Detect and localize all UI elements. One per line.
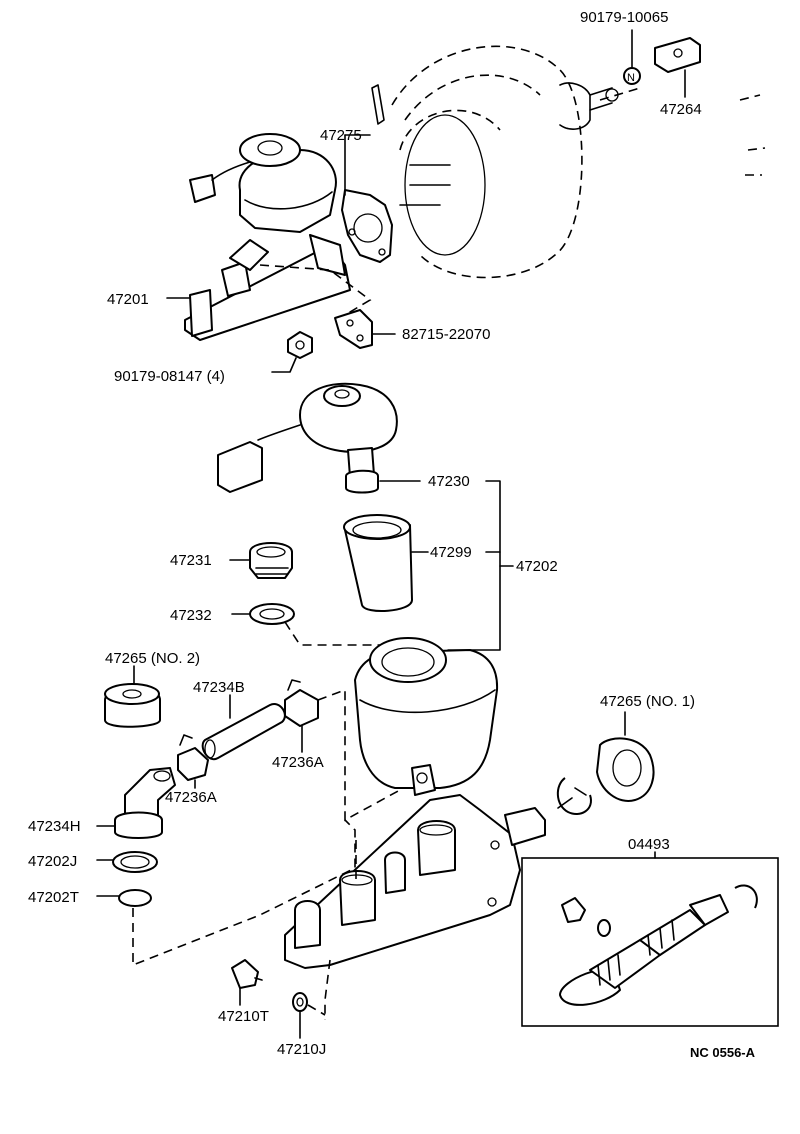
reservoir-cap-no2 bbox=[104, 665, 161, 728]
label-47275: 47275 bbox=[320, 127, 362, 144]
bleeder-plug bbox=[231, 959, 263, 1006]
part-labels: 90179-10065 47264 47275 47201 82715-2207… bbox=[28, 9, 756, 1060]
label-90179-10065: 90179-10065 bbox=[580, 9, 668, 26]
label-47232: 47232 bbox=[170, 607, 212, 624]
harness-clamp-bracket bbox=[334, 309, 396, 349]
drawing-code: NC 0556-A bbox=[690, 1045, 756, 1060]
label-47234B: 47234B bbox=[193, 679, 245, 696]
label-47299: 47299 bbox=[430, 544, 472, 561]
union-oring bbox=[96, 819, 356, 967]
label-47202: 47202 bbox=[516, 558, 558, 575]
brake-fluid-reservoir bbox=[354, 637, 499, 796]
reservoir-cap-with-sensor bbox=[217, 382, 421, 494]
master-cylinder-body bbox=[284, 794, 546, 1020]
label-47264: 47264 bbox=[660, 101, 702, 118]
label-47236A-left: 47236A bbox=[165, 789, 217, 806]
label-47236A-right: 47236A bbox=[272, 754, 324, 771]
reservoir-plug bbox=[229, 542, 293, 579]
mounting-nut bbox=[271, 331, 313, 373]
label-04493: 04493 bbox=[628, 836, 670, 853]
label-47210J: 47210J bbox=[277, 1041, 326, 1058]
union-grommet bbox=[96, 851, 158, 873]
bleeder-gasket bbox=[292, 992, 326, 1039]
push-rod-clevis bbox=[654, 37, 701, 98]
hose-union bbox=[96, 767, 176, 839]
hose-clip-right bbox=[284, 679, 401, 822]
reservoir-hose bbox=[201, 694, 286, 761]
label-47230: 47230 bbox=[428, 473, 470, 490]
label-47202T: 47202T bbox=[28, 889, 79, 906]
upper-master-cylinder bbox=[166, 133, 372, 341]
booster-gasket bbox=[341, 134, 393, 263]
clevis-nut: N bbox=[623, 29, 641, 85]
nut-letter: N bbox=[627, 72, 635, 84]
reservoir-strainer bbox=[343, 514, 429, 612]
brake-booster bbox=[371, 45, 766, 279]
label-90179-08147: 90179-08147 (4) bbox=[114, 368, 225, 385]
label-47234H: 47234H bbox=[28, 818, 81, 835]
label-47265-no2: 47265 (NO. 2) bbox=[105, 650, 200, 667]
label-47201: 47201 bbox=[107, 291, 149, 308]
reservoir-assembly-bracket bbox=[447, 480, 514, 651]
hose-clip-left bbox=[177, 734, 209, 789]
label-47202J: 47202J bbox=[28, 853, 77, 870]
label-47231: 47231 bbox=[170, 552, 212, 569]
reservoir-cap-no1 bbox=[596, 711, 655, 802]
label-82715-22070: 82715-22070 bbox=[402, 326, 490, 343]
repair-kit bbox=[521, 851, 779, 1027]
label-47265-no1: 47265 (NO. 1) bbox=[600, 693, 695, 710]
snap-ring bbox=[556, 777, 592, 815]
label-47210T: 47210T bbox=[218, 1008, 269, 1025]
